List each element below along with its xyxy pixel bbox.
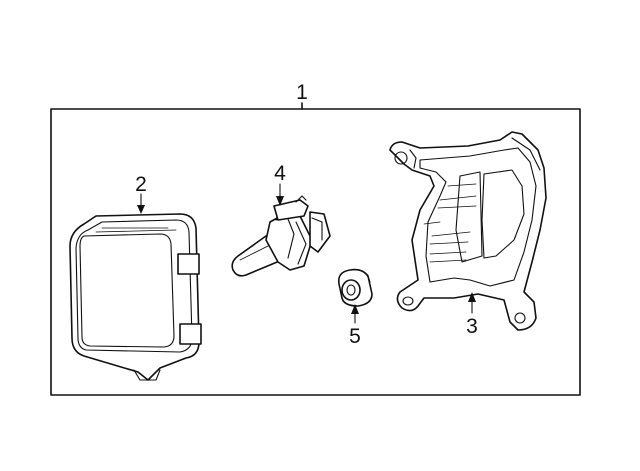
fog-lamp-lens [69,213,202,381]
callout-2-arrowhead [137,205,145,214]
callout-3-arrowhead [468,292,476,302]
assembly-frame [50,108,581,396]
callout-3: 3 [466,315,478,338]
callout-2: 2 [135,173,147,196]
callout-4-arrowhead [276,196,284,206]
grommet [337,268,373,307]
callout-4: 4 [274,162,286,185]
fog-lamp-bulb [231,195,331,277]
mounting-bracket [389,131,547,331]
callout-5-arrowhead [351,304,359,314]
callout-5: 5 [349,325,361,348]
callout-1: 1 [296,81,308,104]
